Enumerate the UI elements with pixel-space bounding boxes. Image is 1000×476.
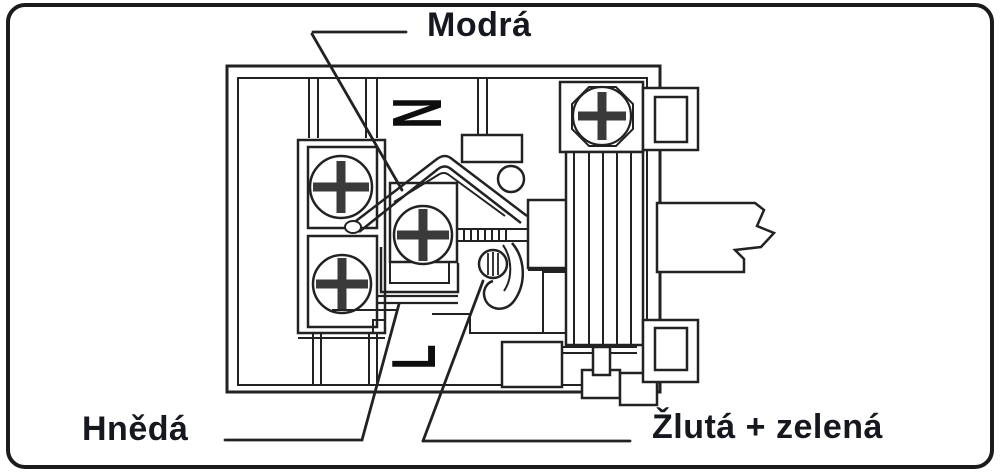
cable-anchor-bed [432,198,572,334]
cable [655,201,777,274]
earth-wire-screw-icon [477,248,509,280]
clamp-screw-icon [571,85,634,147]
cable-clamp [500,80,659,407]
label-brown-wire: Hnědá [82,410,189,448]
label-earth-wire: Žlutá + zelená [652,408,883,446]
terminal-letter-n: N [378,97,456,129]
earth-terminal-screw-icon [392,204,454,266]
neutral-terminal-screw-icon [308,154,374,220]
earth-wire [458,228,529,310]
terminal-letter-l: L [380,344,449,370]
housing-post [496,164,526,194]
leader-earth-wire [421,279,632,443]
live-terminal-screw-icon [311,253,373,315]
leader-blue-wire [310,30,408,192]
left-terminal-block [296,138,387,339]
brown-wire [332,294,458,333]
chamber-walls [308,78,526,385]
earth-terminal-assembly [379,181,460,294]
blue-wire [344,154,528,234]
label-blue-wire: Modrá [427,6,532,44]
side-brackets [641,86,700,384]
leader-brown-wire [223,302,401,442]
